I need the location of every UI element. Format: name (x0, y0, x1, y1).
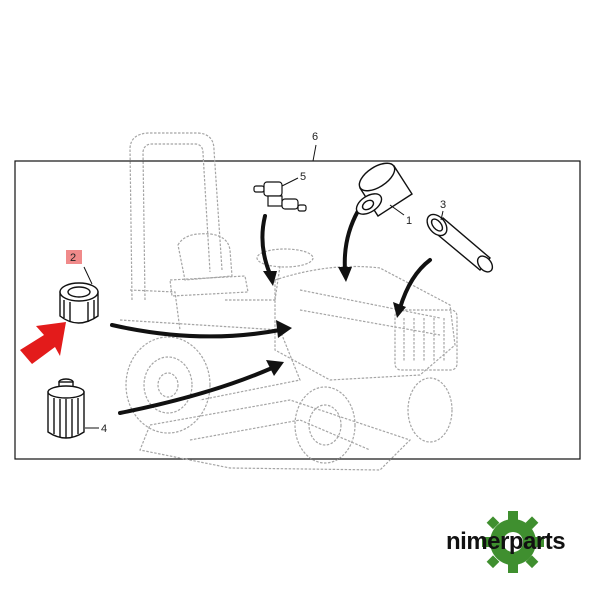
part-2-oil-filter (59, 282, 99, 324)
brand-wordmark: nimerparts (446, 528, 566, 555)
leader-arrows (110, 209, 432, 415)
diagram-frame (14, 160, 581, 460)
callout-4: 4 (101, 423, 107, 435)
callout-5: 5 (300, 171, 306, 183)
gear-logo-icon (482, 511, 544, 573)
arrow-part-1 (342, 209, 360, 272)
callout-2: 2 (70, 252, 76, 264)
arrowheads (263, 267, 406, 376)
tractor-illustration (119, 132, 458, 471)
part-5-inline-filter (253, 181, 307, 212)
callout-1: 1 (406, 215, 412, 227)
pointer-arrow (20, 322, 66, 364)
leader-line-5 (281, 177, 299, 187)
leader-line-2 (83, 266, 93, 285)
leader-line-1 (389, 204, 405, 216)
callout-6: 6 (312, 131, 318, 143)
callout-3: 3 (440, 199, 446, 211)
arrow-part-4 (118, 366, 274, 415)
part-1-air-filter (355, 162, 413, 217)
leader-line-6 (312, 144, 317, 162)
part-4-filter-element (47, 378, 85, 439)
arrow-part-5 (260, 214, 272, 276)
arrow-part-3 (398, 258, 432, 310)
arrow-part-2 (110, 323, 282, 339)
part-3-inner-filter (426, 213, 494, 273)
leader-line-3 (440, 210, 444, 221)
highlight-box (66, 250, 82, 264)
